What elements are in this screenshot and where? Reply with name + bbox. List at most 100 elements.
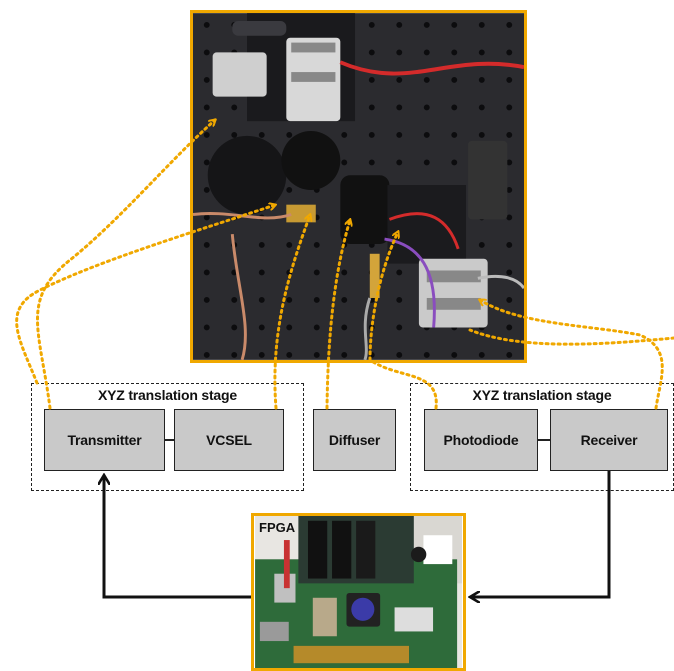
breadboard-hole [231, 296, 238, 303]
breadboard-hole [478, 76, 485, 83]
breadboard-hole [258, 131, 265, 138]
breadboard-hole [203, 21, 210, 28]
breadboard-hole [203, 186, 210, 193]
breadboard-hole [506, 324, 513, 331]
breadboard-hole [423, 131, 430, 138]
breadboard-hole [423, 104, 430, 111]
breadboard-hole [286, 131, 293, 138]
breadboard-hole [396, 104, 403, 111]
breadboard-hole [396, 21, 403, 28]
breadboard-hole [368, 76, 375, 83]
breadboard-hole [368, 131, 375, 138]
xyz-stage-right-title: XYZ translation stage [472, 387, 612, 403]
breadboard-hole [313, 241, 320, 248]
breadboard-hole [506, 296, 513, 303]
breadboard-hole [286, 324, 293, 331]
breadboard-hole [313, 352, 320, 358]
breadboard-hole [368, 324, 375, 331]
breadboard-hole [451, 104, 458, 111]
breadboard-hole [478, 49, 485, 56]
breadboard-hole [506, 21, 513, 28]
breadboard-hole [313, 324, 320, 331]
breadboard-hole [203, 131, 210, 138]
breadboard-hole [396, 76, 403, 83]
breadboard-hole [203, 324, 210, 331]
breadboard-hole [341, 269, 348, 276]
breadboard-hole [423, 49, 430, 56]
breadboard-hole [506, 352, 513, 358]
breadboard-hole [478, 352, 485, 358]
connector-transmitter-to-mount [36, 120, 216, 410]
breadboard-hole [203, 214, 210, 221]
breadboard-hole [231, 104, 238, 111]
breadboard-hole [258, 241, 265, 248]
breadboard-hole [506, 159, 513, 166]
breadboard-hole [451, 159, 458, 166]
breadboard-hole [423, 21, 430, 28]
breadboard-hole [368, 352, 375, 358]
breadboard-hole [368, 49, 375, 56]
breadboard-hole [313, 296, 320, 303]
breadboard-hole [506, 104, 513, 111]
breadboard-hole [396, 269, 403, 276]
breadboard-hole [368, 104, 375, 111]
breadboard-hole [396, 131, 403, 138]
breadboard-hole [203, 104, 210, 111]
breadboard-hole [203, 352, 210, 358]
breadboard-hole [341, 324, 348, 331]
breadboard-hole [286, 296, 293, 303]
xyz-stage-left-title: XYZ translation stage [98, 387, 237, 403]
breadboard-hole [258, 352, 265, 358]
breadboard-hole [286, 269, 293, 276]
breadboard-hole [423, 76, 430, 83]
breadboard-hole [286, 241, 293, 248]
breadboard-hole [451, 352, 458, 358]
breadboard-hole [506, 76, 513, 83]
breadboard-hole [396, 296, 403, 303]
breadboard-hole [506, 241, 513, 248]
receiver-box: Receiver [550, 409, 668, 471]
breadboard-hole [478, 21, 485, 28]
breadboard-hole [368, 159, 375, 166]
breadboard-hole [203, 296, 210, 303]
optical-bench-illustration [193, 13, 524, 360]
breadboard-hole [313, 269, 320, 276]
breadboard-hole [423, 352, 430, 358]
breadboard-hole [341, 296, 348, 303]
transmitter-box: Transmitter [44, 409, 165, 471]
breadboard-hole [341, 159, 348, 166]
breadboard-hole [506, 269, 513, 276]
breadboard-hole [396, 352, 403, 358]
breadboard-hole [341, 131, 348, 138]
breadboard-hole [203, 76, 210, 83]
breadboard-hole [286, 352, 293, 358]
fpga-label: FPGA [259, 520, 296, 535]
breadboard-hole [396, 324, 403, 331]
breadboard-hole [203, 241, 210, 248]
breadboard-hole [258, 324, 265, 331]
arrow-fpga-to-transmitter [104, 475, 251, 599]
diffuser-box: Diffuser [313, 409, 396, 471]
breadboard-hole [368, 21, 375, 28]
breadboard-hole [396, 49, 403, 56]
breadboard-hole [231, 131, 238, 138]
fpga-board-illustration [255, 516, 462, 668]
breadboard-hole [478, 241, 485, 248]
breadboard-hole [478, 131, 485, 138]
breadboard-hole [451, 76, 458, 83]
breadboard-hole [423, 159, 430, 166]
breadboard-hole [203, 49, 210, 56]
fpga-board-photo: FPGA [251, 513, 466, 671]
breadboard-hole [258, 269, 265, 276]
breadboard-hole [478, 104, 485, 111]
breadboard-hole [506, 131, 513, 138]
breadboard-hole [451, 21, 458, 28]
breadboard-hole [286, 186, 293, 193]
breadboard-hole [341, 352, 348, 358]
vcsel-box: VCSEL [174, 409, 284, 471]
breadboard-hole [231, 324, 238, 331]
photodiode-box: Photodiode [424, 409, 538, 471]
breadboard-hole [396, 159, 403, 166]
breadboard-hole [451, 131, 458, 138]
breadboard-hole [506, 49, 513, 56]
